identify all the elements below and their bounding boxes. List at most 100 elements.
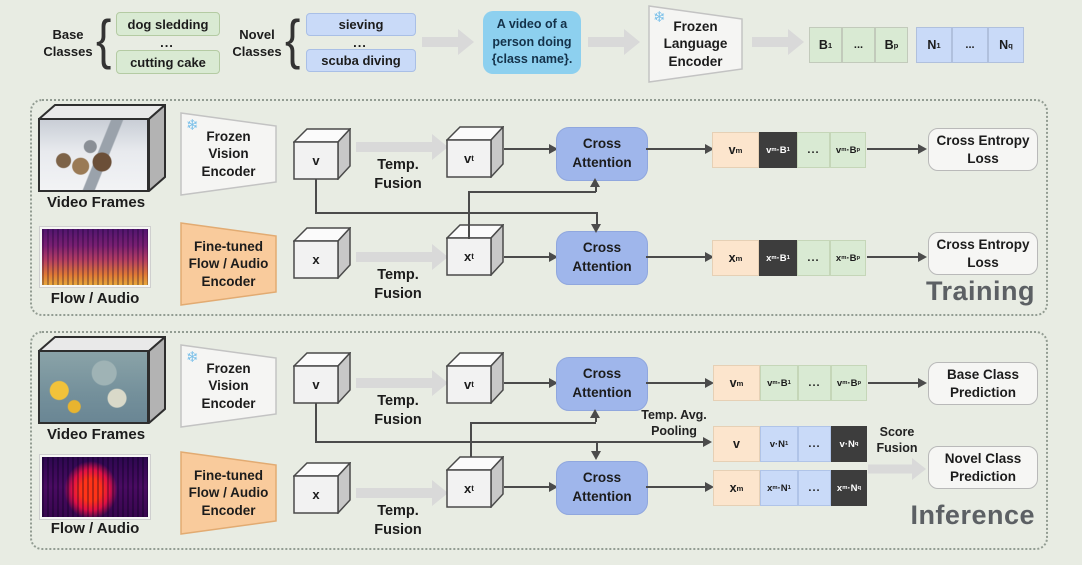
snowflake-icon: ❄ bbox=[186, 117, 199, 134]
video-frames-thumbnail bbox=[36, 334, 168, 426]
temp-fusion-arrow bbox=[356, 370, 448, 396]
flow-audio-label: Flow / Audio bbox=[50, 519, 140, 537]
wire bbox=[646, 148, 706, 150]
flow-arrow bbox=[752, 29, 804, 55]
feature-cube-v: v bbox=[292, 127, 352, 181]
slab-3d-faces bbox=[36, 102, 168, 194]
arrowhead bbox=[591, 451, 601, 460]
temp-fusion-label: Temp. Fusion bbox=[374, 393, 422, 428]
novel-class-item: sieving bbox=[306, 13, 416, 36]
temp-fusion-arrow bbox=[356, 134, 448, 160]
novel-class-item: scuba diving bbox=[306, 49, 416, 72]
feature-cell: v bbox=[713, 426, 760, 462]
wire-xt-across bbox=[470, 422, 596, 424]
wire-v-down bbox=[315, 403, 317, 443]
token-ellipsis: ... bbox=[952, 27, 988, 63]
wire bbox=[646, 256, 706, 258]
video-frames-label: Video Frames bbox=[46, 425, 146, 443]
frozen-language-encoder: ❄ Frozen Language Encoder bbox=[648, 5, 743, 83]
base-class-item: cutting cake bbox=[116, 50, 220, 74]
cross-attention-block: Cross Attention bbox=[556, 231, 648, 285]
encoder-trapezoid bbox=[180, 344, 277, 428]
frozen-vision-encoder: ❄ Frozen Vision Encoder bbox=[180, 344, 277, 428]
cube-label: v bbox=[312, 377, 320, 392]
cube-label: x bbox=[312, 487, 320, 502]
ellipsis-cell: ... bbox=[798, 365, 831, 401]
wire bbox=[504, 148, 550, 150]
feature-cube-v: v bbox=[292, 351, 352, 405]
cross-entropy-loss-box: Cross Entropy Loss bbox=[928, 128, 1038, 171]
ellipsis-cell: ... bbox=[798, 426, 831, 462]
temp-fusion-label: Temp. Fusion bbox=[374, 157, 422, 192]
wire bbox=[646, 486, 706, 488]
arrowhead bbox=[549, 144, 558, 154]
feature-cube-x: x bbox=[292, 226, 352, 280]
inference-section-label: Inference bbox=[910, 500, 1035, 530]
cross-attention-block: Cross Attention bbox=[556, 127, 648, 181]
base-class-item: dog sledding bbox=[116, 12, 220, 36]
temp-fusion-label: Temp. Fusion bbox=[374, 503, 422, 538]
ellipsis-cell: ... bbox=[798, 470, 831, 506]
arrowhead bbox=[705, 144, 714, 154]
snowflake-icon: ❄ bbox=[653, 9, 666, 26]
score-fusion-arrow bbox=[868, 458, 926, 480]
wire bbox=[868, 382, 920, 384]
vision-encoder-label: Frozen Vision Encoder bbox=[201, 128, 256, 179]
arrowhead bbox=[705, 482, 714, 492]
base-classes-label: Base Classes bbox=[43, 27, 93, 59]
arrowhead bbox=[705, 252, 714, 262]
base-class-ellipsis: ... bbox=[160, 35, 174, 50]
arrowhead bbox=[549, 482, 558, 492]
finetuned-flow-audio-encoder: Fine-tuned Flow / Audio Encoder bbox=[180, 222, 277, 306]
wire bbox=[504, 486, 550, 488]
arrowhead bbox=[549, 252, 558, 262]
arrowhead bbox=[549, 378, 558, 388]
finetuned-flow-audio-encoder: Fine-tuned Flow / Audio Encoder bbox=[180, 451, 277, 535]
temp-fusion-label: Temp. Fusion bbox=[374, 267, 422, 302]
base-class-prediction-box: Base Class Prediction bbox=[928, 362, 1038, 405]
frozen-vision-encoder: ❄ Frozen Vision Encoder bbox=[180, 112, 277, 196]
wire-xt-up bbox=[468, 192, 470, 239]
language-encoder-label: Frozen Language Encoder bbox=[663, 18, 728, 69]
novel-classes-label: Novel Classes bbox=[232, 27, 282, 59]
inference-section-border bbox=[30, 331, 1048, 550]
scuba-diving-image bbox=[38, 350, 149, 424]
cube-label: x bbox=[312, 252, 320, 267]
temp-fusion-arrow bbox=[356, 480, 448, 506]
video-frames-label: Video Frames bbox=[46, 193, 146, 211]
cross-attention-block: Cross Attention bbox=[556, 357, 648, 411]
novel-brace: { bbox=[285, 8, 301, 70]
ellipsis-cell: ... bbox=[797, 132, 830, 168]
wire-v-to-attention bbox=[596, 214, 598, 225]
flow-arrow bbox=[588, 29, 640, 55]
spectrogram-image bbox=[40, 455, 150, 519]
wire-xt-across bbox=[468, 191, 596, 193]
flow-arrow bbox=[422, 29, 474, 55]
